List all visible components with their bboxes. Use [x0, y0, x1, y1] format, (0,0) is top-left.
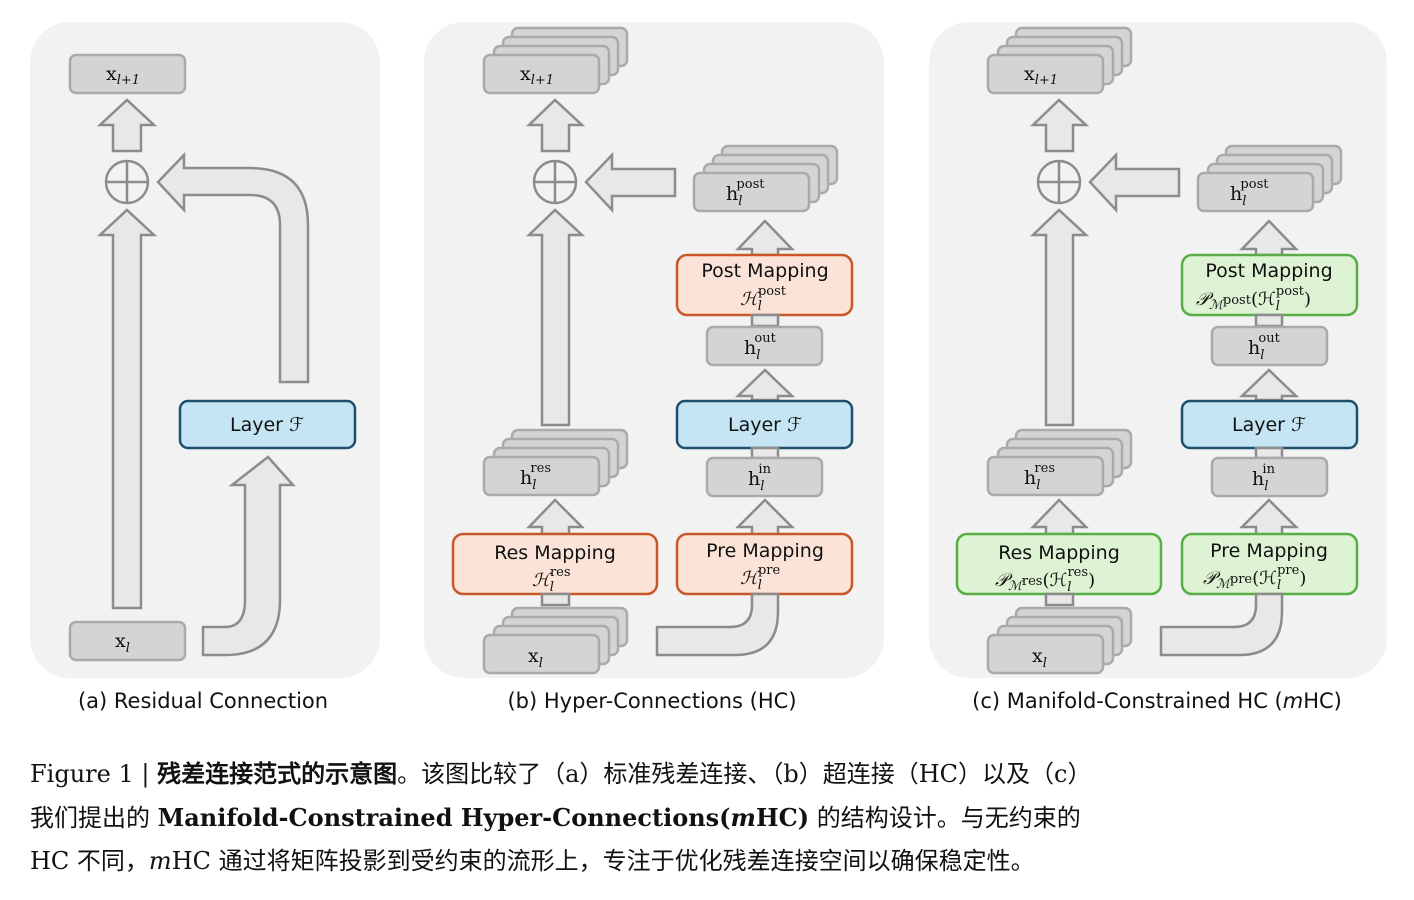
- svg-text:xl+1: xl+1: [520, 63, 554, 88]
- method-name-italic: m: [730, 803, 756, 832]
- figure-caption: Figure 1 | 残差连接范式的示意图。该图比较了（a）标准残差连接、（b）…: [30, 752, 1390, 883]
- svg-text:Layer ℱ: Layer ℱ: [728, 414, 802, 436]
- arrow-up: [1044, 592, 1075, 607]
- svg-text:hlout: hlout: [1248, 331, 1281, 363]
- method-name-tail: HC): [755, 803, 810, 832]
- layer-box: Layer ℱ: [178, 399, 357, 450]
- panel-caption: (a) Residual Connection: [78, 689, 328, 713]
- h-res-stack: hlres: [986, 428, 1133, 497]
- layer-box: Layer ℱ: [1180, 399, 1359, 450]
- svg-text:hlin: hlin: [748, 462, 772, 494]
- svg-text:xl: xl: [528, 645, 543, 671]
- svg-text:xl: xl: [115, 630, 130, 656]
- residual-return-arrow: [156, 151, 310, 384]
- arrow-up: [540, 592, 571, 607]
- svg-text:hlpost: hlpost: [1230, 177, 1269, 209]
- svg-text:xl+1: xl+1: [106, 63, 140, 88]
- panel-background: [30, 22, 380, 678]
- svg-text:Layer ℱ: Layer ℱ: [230, 414, 304, 436]
- arrow-up: [734, 368, 796, 402]
- caption-text: 的结构设计。与无约束的: [809, 804, 1081, 832]
- h-res-stack: hlres: [482, 428, 629, 497]
- diagram: xl+1 Layer ℱ xl (a) Residual Connection: [30, 22, 1387, 713]
- arrow-up: [750, 313, 780, 328]
- res-mapping-box: Res Mapping 𝒫ℳres(ℋlres): [955, 532, 1163, 596]
- post-mapping-box: Post Mapping 𝒫ℳpost(ℋlpost): [1180, 253, 1359, 317]
- caption-line-1: Figure 1 | 残差连接范式的示意图。该图比较了（a）标准残差连接、（b）…: [30, 752, 1390, 796]
- h-out-box: hlout: [1210, 325, 1329, 367]
- caption-text: HC 不同，: [30, 847, 149, 875]
- output-state-box: xl+1: [68, 53, 187, 95]
- arrow-up: [1238, 368, 1300, 402]
- h-in-box: hlin: [1210, 456, 1329, 498]
- caption-text: HC 通过将矩阵投影到受约束的流形上，专注于优化残差连接空间以确保稳定性。: [171, 847, 1035, 875]
- h-in-box: hlin: [705, 456, 824, 498]
- figure-label: Figure 1 |: [30, 760, 158, 788]
- add-operator-icon: [1036, 159, 1082, 205]
- post-to-add-arrow: [1088, 151, 1181, 214]
- post-to-add-arrow: [584, 151, 677, 214]
- svg-text:ℋlres: ℋlres: [532, 565, 571, 595]
- svg-text:Pre Mapping: Pre Mapping: [1210, 540, 1328, 562]
- identity-arrow: [96, 208, 158, 610]
- input-state-stack: xl: [986, 606, 1133, 675]
- input-state-stack: xl: [482, 606, 629, 675]
- h-post-stack: hlpost: [1196, 144, 1343, 213]
- svg-text:hlres: hlres: [1024, 461, 1055, 493]
- svg-text:hlin: hlin: [1252, 462, 1276, 494]
- panel-manifold-constrained-hc: xl+1 hlpost Post Mapping 𝒫ℳpost(ℋlpost): [929, 22, 1387, 713]
- caption-text: 我们提出的: [30, 804, 158, 832]
- layer-input-arrow: [201, 455, 296, 657]
- svg-text:hlpost: hlpost: [726, 177, 765, 209]
- figure-title: 残差连接范式的示意图: [157, 759, 398, 788]
- arrow-up: [1254, 446, 1284, 460]
- svg-text:ℋlpre: ℋlpre: [740, 563, 781, 593]
- arrow-up: [750, 446, 780, 460]
- svg-text:ℋlpost: ℋlpost: [740, 284, 787, 314]
- caption-line-2: 我们提出的 Manifold-Constrained Hyper-Connect…: [30, 796, 1390, 840]
- svg-text:Post Mapping: Post Mapping: [701, 260, 828, 282]
- residual-stream-arrow: [1029, 208, 1090, 427]
- pre-mapping-box: Pre Mapping ℋlpre: [675, 532, 854, 596]
- svg-text:Layer ℱ: Layer ℱ: [1232, 414, 1306, 436]
- h-post-stack: hlpost: [692, 144, 839, 213]
- svg-text:xl+1: xl+1: [1024, 63, 1058, 88]
- input-state-box: xl: [68, 620, 187, 662]
- panel-hyper-connections: xl+1 hlpost Post Mapping ℋlpost: [424, 22, 884, 713]
- post-mapping-box: Post Mapping ℋlpost: [675, 253, 854, 317]
- arrow-up: [1029, 98, 1090, 153]
- caption-italic: m: [148, 847, 172, 875]
- residual-stream-arrow: [525, 208, 586, 427]
- panel-caption: (b) Hyper-Connections (HC): [507, 689, 796, 713]
- output-state-stack: xl+1: [482, 26, 629, 95]
- svg-text:Pre Mapping: Pre Mapping: [706, 540, 824, 562]
- res-mapping-box: Res Mapping ℋlres: [451, 532, 659, 596]
- svg-text:𝒫ℳres(ℋlres): 𝒫ℳres(ℋlres): [995, 565, 1095, 595]
- svg-text:𝒫ℳpost(ℋlpost): 𝒫ℳpost(ℋlpost): [1196, 284, 1311, 314]
- panel-residual-connection: xl+1 Layer ℱ xl (a) Residual Connection: [30, 22, 380, 713]
- caption-line-3: HC 不同，mHC 通过将矩阵投影到受约束的流形上，专注于优化残差连接空间以确保…: [30, 840, 1390, 883]
- add-operator-icon: [532, 159, 578, 205]
- add-operator-icon: [104, 159, 150, 205]
- pre-mapping-box: Pre Mapping 𝒫ℳpre(ℋlpre): [1180, 532, 1359, 596]
- input-to-pre-arrow: [1159, 592, 1284, 657]
- arrow-up: [525, 98, 586, 153]
- caption-text: 。该图比较了（a）标准残差连接、（b）超连接（HC）以及（c）: [397, 760, 1092, 788]
- panel-caption: (c) Manifold-Constrained HC (mHC): [972, 689, 1342, 713]
- svg-text:hlres: hlres: [520, 461, 551, 493]
- arrow-up: [1254, 313, 1284, 328]
- method-name: Manifold-Constrained Hyper-Connections(: [157, 803, 731, 832]
- input-to-pre-arrow: [655, 592, 780, 657]
- output-state-stack: xl+1: [986, 26, 1133, 95]
- layer-box: Layer ℱ: [675, 399, 854, 450]
- h-out-box: hlout: [705, 325, 824, 367]
- svg-text:Res Mapping: Res Mapping: [998, 542, 1120, 564]
- svg-text:hlout: hlout: [744, 331, 777, 363]
- svg-text:Post Mapping: Post Mapping: [1205, 260, 1332, 282]
- arrow-up: [96, 98, 158, 153]
- svg-text:xl: xl: [1032, 645, 1047, 671]
- svg-text:Res Mapping: Res Mapping: [494, 542, 616, 564]
